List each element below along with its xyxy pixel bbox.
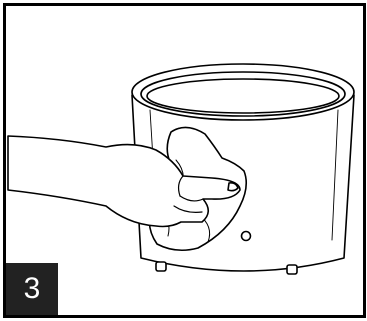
step-number-badge: 3 <box>6 263 58 315</box>
indicator-light-icon <box>242 232 251 241</box>
